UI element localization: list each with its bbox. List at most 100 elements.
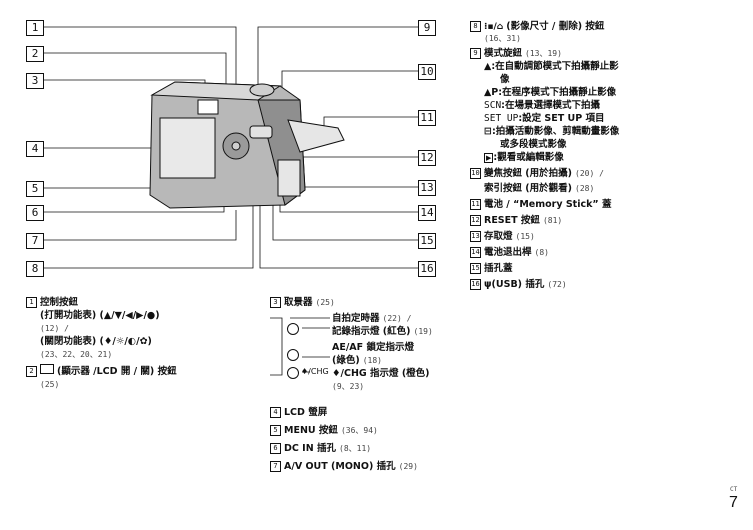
mode-text: :拍攝活動影像、剪輯動畫影像: [491, 126, 620, 137]
item-number: 1: [26, 297, 37, 308]
chg-lamp-icon: [287, 367, 299, 379]
item-number: 2: [26, 366, 37, 377]
lamp-pages: (18): [362, 356, 382, 365]
callout-4: 4: [26, 141, 44, 157]
mode-text: :觀看或編輯影像: [493, 152, 564, 163]
item-pages: (8): [534, 248, 549, 257]
item-pages: (81): [542, 216, 563, 225]
item-pages: (16、31): [484, 34, 521, 43]
item-line: (打開功能表) (▲/▼/◀/▶/●): [40, 310, 160, 321]
mode-text-cont: 像: [500, 74, 510, 85]
item-number: 11: [470, 199, 481, 210]
mode-list: ▲:在自動調節模式下拍攝靜止影 像 ▲P:在程序模式下拍攝靜止影像 SCN:在場…: [484, 60, 619, 165]
mode-text-cont: 或多段模式影像: [500, 139, 567, 150]
item-pages: (29): [398, 462, 418, 471]
item-text: RESET 按鈕: [484, 215, 540, 226]
item-pages: (28): [575, 184, 595, 193]
callout-15: 15: [418, 233, 436, 249]
ae-af-lock-lamp-icon: [287, 349, 299, 361]
item-pages: (8、11): [339, 444, 372, 453]
item-text: A/V OUT (MONO) 插孔: [284, 461, 396, 472]
item-line: (12) /: [40, 324, 69, 333]
item-2: 2 (顯示器 /LCD 開 / 關) 按鈕 (25): [26, 364, 177, 391]
language-code: CT: [730, 486, 738, 493]
item-number: 7: [270, 461, 281, 472]
item-text: 索引按鈕 (用於觀看): [484, 183, 572, 194]
program-camera-icon: ▲P: [484, 87, 499, 98]
item-pages: (15): [515, 232, 535, 241]
lamp-pages: (9、23): [332, 382, 365, 391]
callout-9: 9: [418, 20, 436, 36]
callout-11: 11: [418, 110, 436, 126]
item-number: 4: [270, 407, 281, 418]
lamp-pages: (19): [413, 327, 433, 336]
page-number: 7: [729, 494, 738, 511]
chg-label: ♦/CHG: [301, 367, 329, 376]
item-text: DC IN 插孔: [284, 443, 336, 454]
item-text: (USB) 插孔: [491, 279, 545, 290]
item-pages: (72): [547, 280, 567, 289]
callout-1: 1: [26, 20, 44, 36]
lamp-text: (綠色): [332, 355, 360, 366]
self-timer-lamp-icon: [287, 323, 299, 335]
callout-2: 2: [26, 46, 44, 62]
scn-label: SCN: [484, 100, 502, 111]
item-number: 14: [470, 247, 481, 258]
item-pages: (25): [40, 380, 60, 389]
movie-icon: ⊟: [484, 126, 492, 137]
item-text: (影像尺寸 / 刪除) 按鈕: [506, 21, 605, 32]
item-number: 12: [470, 215, 481, 226]
item-number: 10: [470, 168, 481, 179]
callout-6: 6: [26, 205, 44, 221]
auto-camera-icon: ▲: [484, 61, 492, 72]
callout-5: 5: [26, 181, 44, 197]
item-text: 變焦按鈕 (用於拍攝): [484, 168, 572, 179]
monitor-icon: [40, 364, 54, 374]
mode-text: :設定 SET UP 項目: [518, 113, 605, 124]
item-line: (23、22、20、21): [40, 350, 113, 359]
item-number: 8: [470, 21, 481, 32]
item-number: 3: [270, 297, 281, 308]
item-line: (關閉功能表) (♦/☼/◐/✿): [40, 336, 152, 347]
item-text: 插孔蓋: [484, 263, 513, 274]
image-size-delete-icon: ⁝▪/⌂: [484, 22, 504, 32]
lamp-text: 記錄指示燈 (紅色): [332, 326, 411, 337]
usb-icon: ψ: [484, 279, 492, 290]
item-number: 13: [470, 231, 481, 242]
lamp-text: 自拍定時器: [332, 313, 380, 324]
item-text: 電池退出桿: [484, 247, 532, 258]
callout-7: 7: [26, 233, 44, 249]
callout-13: 13: [418, 180, 436, 196]
item-number: 6: [270, 443, 281, 454]
mode-text: :在自動調節模式下拍攝靜止影: [491, 61, 619, 72]
callout-10: 10: [418, 64, 436, 80]
lamp-pages: (22) /: [382, 314, 412, 323]
play-icon: ▶: [484, 153, 494, 163]
callout-12: 12: [418, 150, 436, 166]
item-text: LCD 螢屏: [284, 407, 328, 418]
item-pages: (20) /: [575, 169, 604, 178]
item-text: 電池 / “Memory Stick” 蓋: [484, 199, 612, 210]
mode-text: :在場景選擇模式下拍攝: [501, 100, 600, 111]
callout-14: 14: [418, 205, 436, 221]
item-text: MENU 按鈕: [284, 425, 338, 436]
setup-label: SET UP: [484, 113, 519, 124]
lamp-list: 自拍定時器 (22) / 記錄指示燈 (紅色) (19) AE/AF 鎖定指示燈…: [332, 312, 433, 393]
item-text: (顯示器 /LCD 開 / 關) 按鈕: [57, 366, 177, 377]
callout-8: 8: [26, 261, 44, 277]
item-pages: (25): [315, 298, 335, 307]
item-pages: (13、19): [525, 49, 562, 58]
mode-text: :在程序模式下拍攝靜止影像: [498, 87, 617, 98]
item-text: 取景器: [284, 297, 313, 308]
item-number: 5: [270, 425, 281, 436]
item-number: 16: [470, 279, 481, 290]
item-text: 模式旋鈕: [484, 48, 523, 59]
item-pages: (36、94): [340, 426, 378, 435]
callout-3: 3: [26, 73, 44, 89]
callout-16: 16: [418, 261, 436, 277]
